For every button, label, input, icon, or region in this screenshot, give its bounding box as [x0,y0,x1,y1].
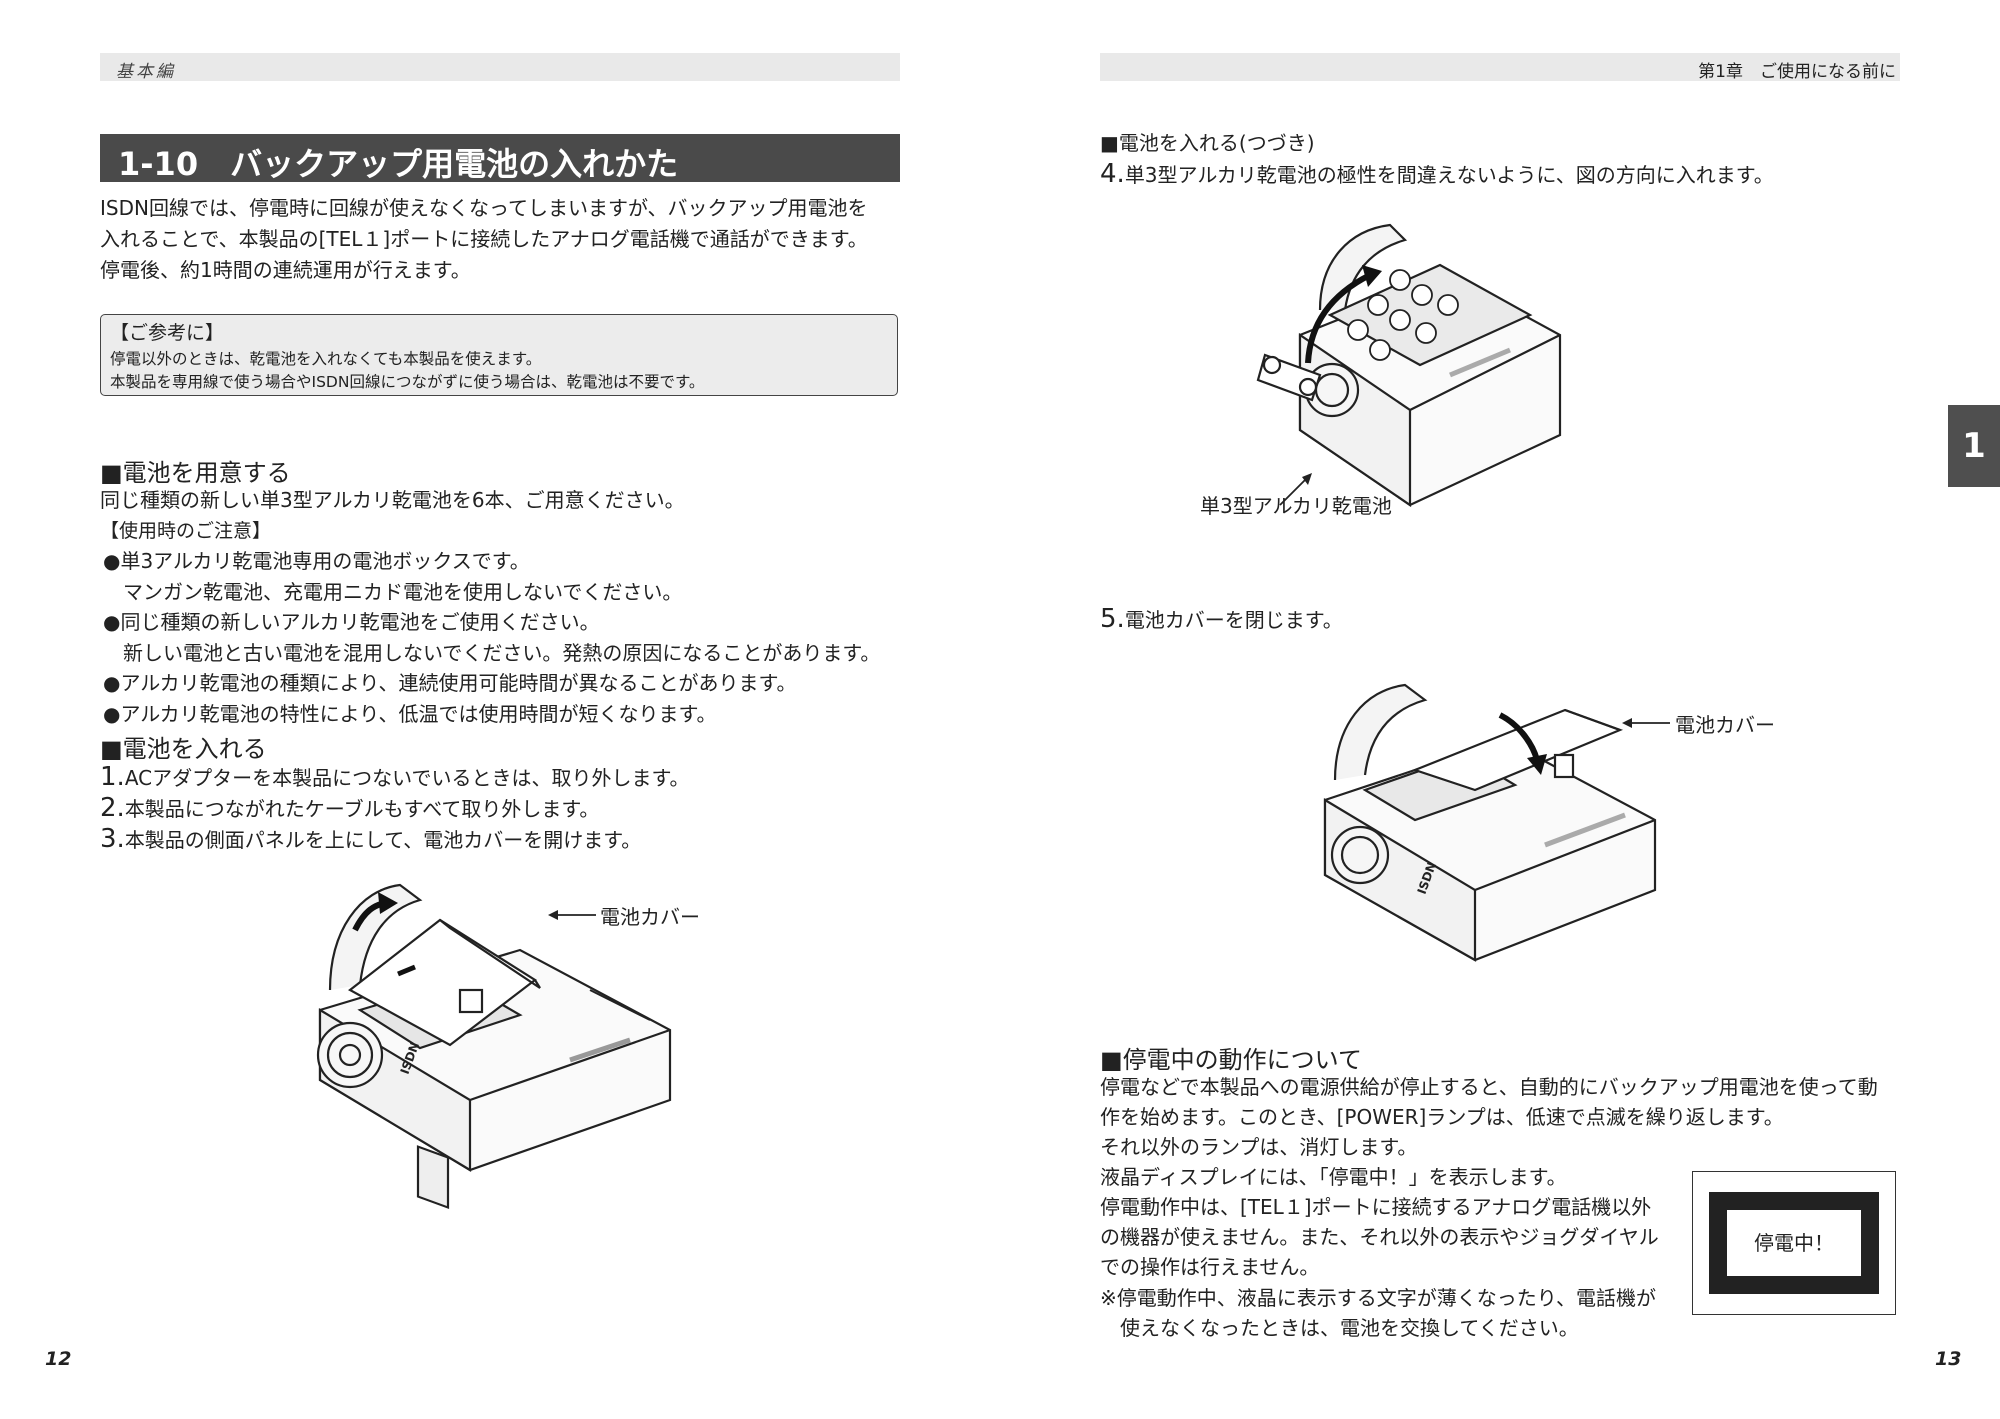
insert-heading: ■電池を入れる [100,735,267,763]
outage-line-9: 使えなくなったときは、電池を交換してください。 [1100,1316,1579,1340]
step-5-number: 5. [1100,604,1125,634]
section-title: 1-10 バックアップ用電池の入れかた [118,145,679,183]
device-cover-open-illustration: ISDN [316,883,672,1210]
prepare-heading: ■電池を用意する [100,459,291,487]
caution-bullet-2: マンガン乾電池、充電用ニカド電池を使用しないでください。 [103,580,683,604]
step-3: 3.本製品の側面パネルを上にして、電池カバーを開けます。 [100,824,641,856]
outage-line-7: での操作は行えません。 [1100,1255,1320,1279]
page-number-right: 13 [1935,1348,1962,1370]
step-2-number: 2. [100,793,125,823]
prepare-text: 同じ種類の新しい単3型アルカリ乾電池を6本、ご用意ください。 [100,488,685,512]
step-5: 5.電池カバーを閉じます。 [1100,604,1343,636]
battery-label: 単3型アルカリ乾電池 [1200,494,1392,518]
caution-title: 【使用時のご注意】 [100,520,272,542]
step-1-text: ACアダプターを本製品につないでいるときは、取り外します。 [124,766,690,790]
left-header-text: 基本編 [116,62,176,82]
right-header-bar [1100,53,1900,81]
caution-bullet-4: 新しい電池と古い電池を混用しないでください。発熱の原因になることがあります。 [103,641,881,665]
caution-bullet-6: ●アルカリ乾電池の特性により、低温では使用時間が短くなります。 [103,702,717,726]
step-4-number: 4. [1100,159,1125,189]
page-number-left: 12 [45,1348,72,1370]
reference-note-box [100,314,898,396]
note-line-1: 停電以外のときは、乾電池を入れなくても本製品を使えます。 [110,350,542,368]
step-2: 2.本製品につながれたケーブルもすべて取り外します。 [100,793,599,825]
caution-bullet-5: ●アルカリ乾電池の種類により、連続使用可能時間が異なることがあります。 [103,671,797,695]
outage-line-1: 停電などで本製品への電源供給が停止すると、自動的にバックアップ用電池を使って動 [1100,1075,1878,1099]
insert-cont-heading: ■電池を入れる(つづき) [1100,131,1315,155]
step-3-number: 3. [100,824,125,854]
step-4-text: 単3型アルカリ乾電池の極性を間違えないように、図の方向に入れます。 [1124,163,1774,187]
cover-leader-arrow [548,910,596,920]
section-title-bar [100,134,900,182]
outage-line-3: それ以外のランプは、消灯します。 [1100,1135,1418,1159]
step-1: 1.ACアダプターを本製品につないでいるときは、取り外します。 [100,762,690,794]
cover-leader-arrow-right [1622,718,1670,728]
outage-line-2: 作を始めます。このとき、[POWER]ランプは、低速で点滅を繰り返します。 [1100,1105,1784,1129]
caution-bullet-3: ●同じ種類の新しいアルカリ乾電池をご使用ください。 [103,610,600,634]
intro-line-3: 停電後、約1時間の連続運用が行えます。 [100,258,471,282]
chapter-tab: 1 [1948,405,2000,487]
outage-heading: ■停電中の動作について [1100,1046,1362,1074]
cover-label-right: 電池カバー [1675,713,1775,737]
step-2-text: 本製品につながれたケーブルもすべて取り外します。 [124,797,600,821]
cover-label-left: 電池カバー [600,905,700,929]
outage-line-4: 液晶ディスプレイには、「停電中！」を表示します。 [1100,1165,1567,1189]
step-4: 4.単3型アルカリ乾電池の極性を間違えないように、図の方向に入れます。 [1100,159,1774,191]
step-1-number: 1. [100,762,125,792]
outage-line-6: の機器が使えません。また、それ以外の表示やジョグダイヤル [1100,1225,1659,1249]
right-header-text: 第1章 ご使用になる前に [1698,62,1896,82]
lcd-screen-text: 停電中！ [1727,1210,1861,1276]
left-header-bar [100,53,900,81]
caution-bullet-1: ●単3アルカリ乾電池専用の電池ボックスです。 [103,549,530,573]
note-title: 【ご参考に】 [110,322,225,344]
step-5-text: 電池カバーを閉じます。 [1124,608,1343,632]
note-line-2: 本製品を専用線で使う場合やISDN回線につながずに使う場合は、乾電池は不要です。 [110,373,705,391]
battery-insertion-illustration [1256,223,1562,508]
device-cover-close-illustration: ISDN [1323,683,1657,962]
intro-line-1: ISDN回線では、停電時に回線が使えなくなってしまいますが、バックアップ用電池を [100,196,868,220]
step-3-text: 本製品の側面パネルを上にして、電池カバーを開けます。 [124,828,642,852]
outage-line-5: 停電動作中は、[TEL１]ポートに接続するアナログ電話機以外 [1100,1195,1652,1219]
intro-line-2: 入れることで、本製品の[TEL１]ポートに接続したアナログ電話機で通話ができます… [100,227,868,251]
outage-line-8: ※停電動作中、液晶に表示する文字が薄くなったり、電話機が [1100,1286,1656,1310]
